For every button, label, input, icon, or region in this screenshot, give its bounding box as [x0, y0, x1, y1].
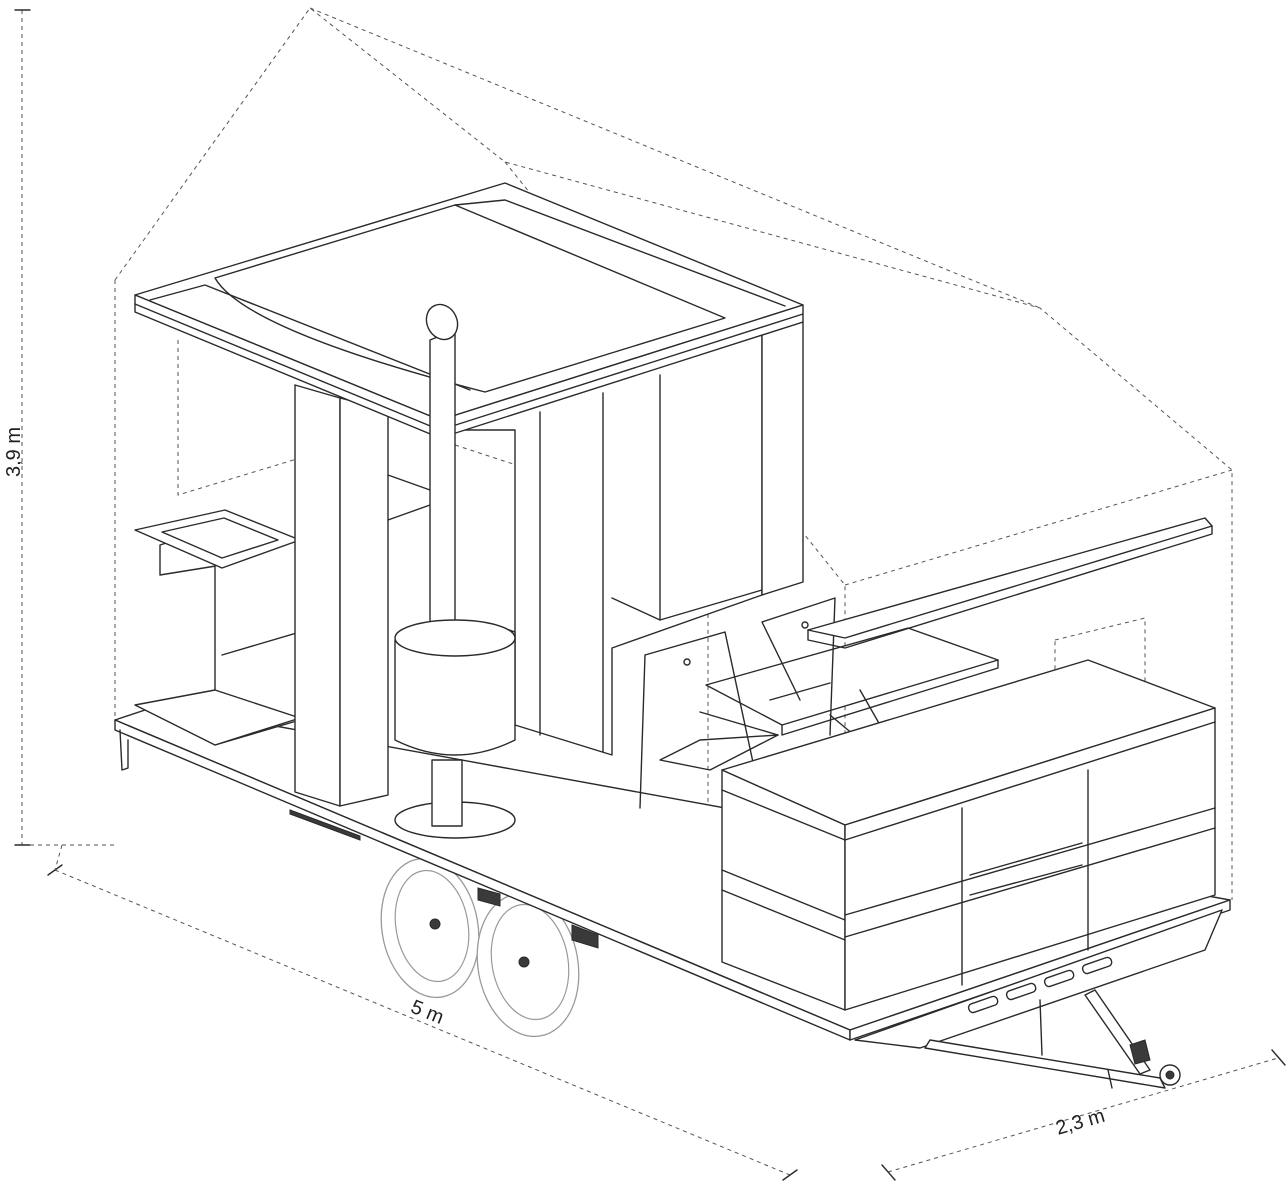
wheel-rear	[380, 857, 480, 999]
folding-chair-front	[639, 631, 779, 809]
dimension-height	[14, 9, 115, 846]
height-label: 3,9 m	[3, 427, 25, 477]
storage-cabinet	[721, 659, 1216, 1011]
wall-shelf	[807, 517, 1213, 649]
width-label: 2,3 m	[1053, 1105, 1107, 1140]
tow-hitch-drawbar	[924, 989, 1181, 1089]
chassis-beam	[854, 909, 1223, 1049]
kitchen-counter-left	[134, 509, 301, 746]
dimension-length	[47, 844, 798, 1181]
folding-chair-back	[761, 597, 836, 736]
wheel-front	[476, 892, 580, 1038]
dimension-width	[881, 1049, 1286, 1181]
axle-assembly	[477, 887, 599, 949]
length-label: 5 m	[408, 996, 447, 1029]
structural-column	[294, 384, 431, 807]
loft-bed	[134, 182, 804, 439]
wood-stove	[394, 303, 516, 839]
back-wall-panels	[454, 321, 804, 756]
